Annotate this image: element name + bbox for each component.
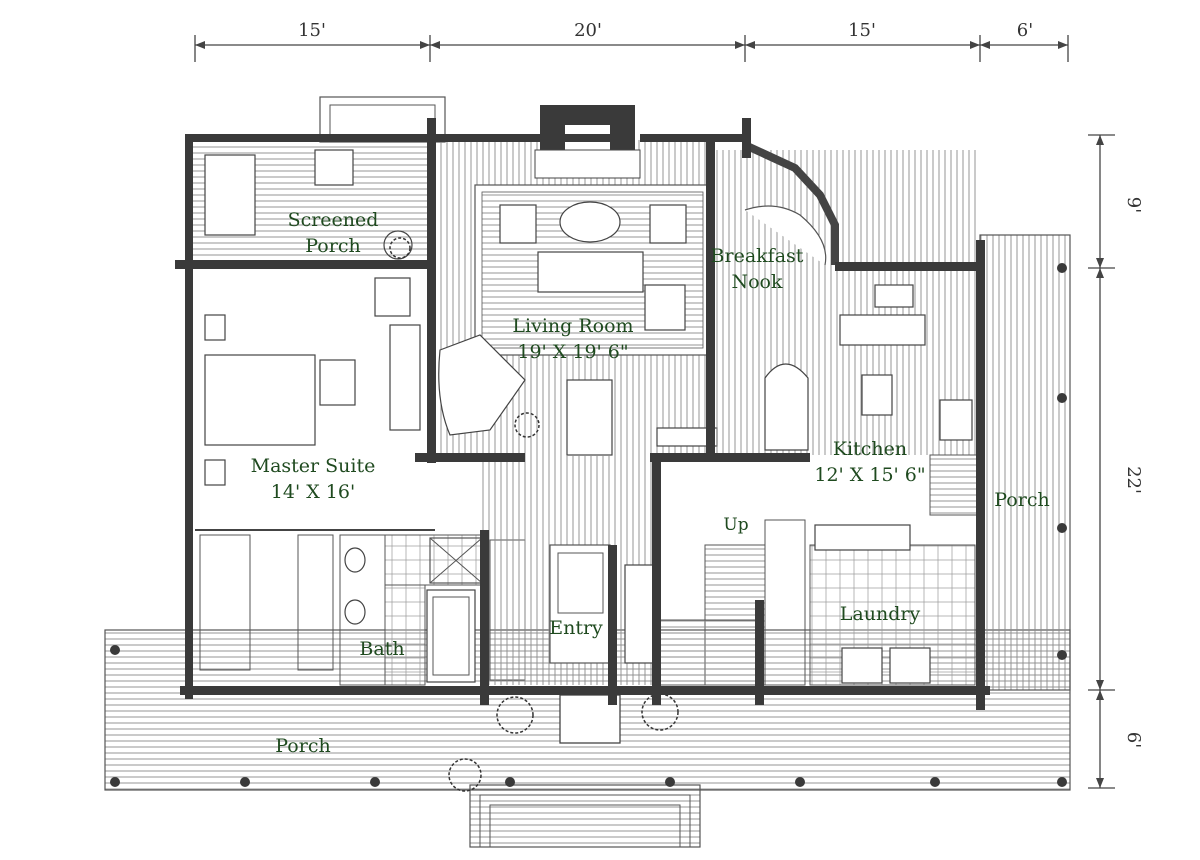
plant-icons xyxy=(389,237,679,792)
breakfast-nook-label-line1: Breakfast xyxy=(711,245,804,267)
living-room-area xyxy=(430,105,718,456)
bath-label: Bath xyxy=(359,638,404,660)
screened-porch-label-line2: Porch xyxy=(305,235,360,257)
entry-stairs-laundry-area xyxy=(480,455,976,686)
top-dimension-lines xyxy=(194,35,1069,62)
kitchen-size: 12' X 15' 6" xyxy=(814,464,925,486)
breakfast-nook-label-line2: Nook xyxy=(731,271,783,293)
master-suite-label: Master Suite xyxy=(251,455,376,477)
right-dimension-3: 6' xyxy=(1123,732,1144,748)
side-porch-deck xyxy=(979,234,1071,691)
closet-bath-area xyxy=(199,534,526,686)
living-room-size: 19' X 19' 6" xyxy=(517,341,628,363)
top-dimension-1: 15' xyxy=(298,20,326,41)
top-dimension-4: 6' xyxy=(1017,20,1033,41)
kitchen-area xyxy=(715,141,981,516)
front-porch-label: Porch xyxy=(275,735,330,757)
master-suite-size: 14' X 16' xyxy=(271,481,355,503)
master-suite-area xyxy=(195,277,435,531)
right-dimension-2: 22' xyxy=(1123,466,1144,494)
top-dimension-3: 15' xyxy=(848,20,876,41)
living-room-label: Living Room xyxy=(512,315,633,337)
screened-porch-label-line1: Screened xyxy=(288,209,379,231)
top-dimension-2: 20' xyxy=(574,20,602,41)
entry-label: Entry xyxy=(549,617,603,639)
laundry-label: Laundry xyxy=(840,603,921,625)
screened-porch-area xyxy=(189,96,446,266)
side-porch-label: Porch xyxy=(994,489,1049,511)
right-dimension-lines xyxy=(1088,134,1115,789)
stairs-up-label: Up xyxy=(723,515,748,535)
walls xyxy=(175,118,990,710)
right-dimension-1: 9' xyxy=(1123,197,1144,213)
kitchen-label: Kitchen xyxy=(833,438,907,460)
